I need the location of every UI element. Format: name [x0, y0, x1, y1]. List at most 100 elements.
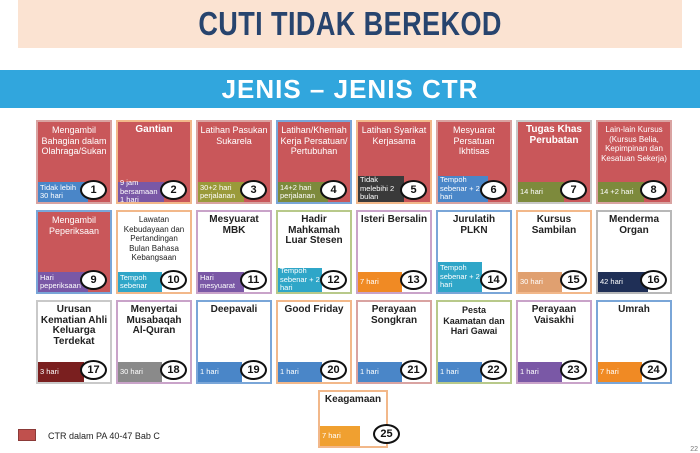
card-title: Keagamaan: [324, 394, 382, 405]
leave-card-16: Menderma Organ 42 hari 16: [596, 210, 672, 294]
card-title: Mengambil Peperiksaan: [48, 215, 100, 236]
page-title: CUTI TIDAK BEREKOD: [198, 5, 502, 42]
leave-card-12: Hadir Mahkamah Luar Stesen Tempoh sebena…: [276, 210, 352, 294]
card-duration: 1 hari: [198, 362, 242, 382]
card-title: Tugas Khas Perubatan: [526, 124, 582, 146]
card-number-badge: 15: [560, 270, 587, 290]
card-title: Latihan Syarikat Kerjasama: [361, 125, 427, 146]
card-number-badge: 22: [480, 360, 507, 380]
card-number-badge: 21: [400, 360, 427, 380]
card-number-badge: 1: [80, 180, 107, 200]
card-duration: 14 hari: [518, 182, 564, 202]
card-title: Perayaan Vaisakhi: [531, 304, 577, 326]
card-number-badge: 18: [160, 360, 187, 380]
leave-card-21: Perayaan Songkran 1 hari 21: [356, 300, 432, 384]
card-duration: 14+2 hari perjalanan: [278, 182, 328, 202]
card-number-badge: 5: [400, 180, 427, 200]
card-duration: 9 jam bersamaan 1 hari: [118, 179, 164, 204]
leave-card-18: Menyertai Musabaqah Al-Quran 30 hari 18: [116, 300, 192, 384]
card-duration: Hari mesyuarat: [198, 272, 244, 292]
card-number-badge: 7: [560, 180, 587, 200]
card-number-badge: 16: [640, 270, 667, 290]
card-title: Hadir Mahkamah Luar Stesen: [285, 214, 343, 246]
card-title: Gantian: [135, 124, 173, 135]
card-number-badge: 2: [160, 180, 187, 200]
card-duration: Hari peperiksaan: [38, 272, 88, 292]
card-title: Latihan Pasukan Sukarela: [200, 125, 268, 146]
section-title: JENIS – JENIS CTR: [221, 73, 479, 104]
subtitle-banner: JENIS – JENIS CTR: [0, 70, 700, 108]
title-banner: CUTI TIDAK BEREKOD: [18, 0, 682, 48]
card-number-badge: 25: [373, 424, 400, 444]
card-duration: 1 hari: [358, 362, 402, 382]
card-title: Menderma Organ: [608, 214, 659, 236]
card-number-badge: 11: [240, 270, 267, 290]
page-number: 22: [690, 446, 698, 453]
leave-card-25: Keagamaan 7 hari 25: [318, 390, 400, 448]
card-number-badge: 17: [80, 360, 107, 380]
leave-card-17: Urusan Kematian Ahli Keluarga Terdekat 3…: [36, 300, 112, 384]
leave-card-5: Latihan Syarikat Kerjasama Tidak melebih…: [356, 120, 432, 204]
card-title: Latihan/Khemah Kerja Persatuan/ Pertubuh…: [280, 125, 348, 156]
card-duration: 30 hari: [518, 272, 562, 292]
card-title: Good Friday: [284, 304, 344, 315]
card-duration: Tempoh sebenar + 2 hari: [278, 267, 322, 292]
card-title: Pesta Kaamatan dan Hari Gawai: [443, 305, 505, 336]
leave-card-10: Lawatan Kebudayaan dan Pertandingan Bula…: [116, 210, 192, 294]
card-number-badge: 23: [560, 360, 587, 380]
card-number-badge: 4: [320, 180, 347, 200]
leave-card-9: Mengambil Peperiksaan Hari peperiksaan 9: [36, 210, 112, 294]
card-number-badge: 3: [240, 180, 267, 200]
leave-card-6: Mesyuarat Persatuan Ikhtisas Tempoh sebe…: [436, 120, 512, 204]
card-title: Urusan Kematian Ahli Keluarga Terdekat: [40, 304, 108, 347]
card-duration: 1 hari: [518, 362, 562, 382]
card-title: Deepavali: [210, 304, 258, 315]
leave-card-23: Perayaan Vaisakhi 1 hari 23: [516, 300, 592, 384]
leave-card-24: Umrah 7 hari 24: [596, 300, 672, 384]
card-duration: 1 hari: [438, 362, 482, 382]
leave-card-7: Tugas Khas Perubatan 14 hari 7: [516, 120, 592, 204]
legend-swatch: [18, 429, 36, 441]
leave-card-4: Latihan/Khemah Kerja Persatuan/ Pertubuh…: [276, 120, 352, 204]
card-duration: Tempoh sebenar: [118, 272, 162, 292]
card-title: Jurulatih PLKN: [452, 214, 496, 236]
leave-card-8: Lain-lain Kursus (Kursus Belia, Kepimpin…: [596, 120, 672, 204]
card-number-badge: 6: [480, 180, 507, 200]
card-title: Lain-lain Kursus (Kursus Belia, Kepimpin…: [601, 125, 667, 163]
card-number-badge: 13: [400, 270, 427, 290]
card-number-badge: 8: [640, 180, 667, 200]
leave-card-1: Mengambil Bahagian dalam Olahraga/Sukan …: [36, 120, 112, 204]
card-title: Umrah: [618, 304, 650, 315]
legend-label: CTR dalam PA 40-47 Bab C: [48, 431, 160, 441]
card-number-badge: 24: [640, 360, 667, 380]
card-title: Isteri Bersalin: [360, 214, 428, 225]
leave-card-20: Good Friday 1 hari 20: [276, 300, 352, 384]
card-duration: 30 hari: [118, 362, 162, 382]
card-duration: 7 hari: [358, 272, 402, 292]
card-duration: 7 hari: [320, 426, 360, 446]
card-title: Mesyuarat MBK: [209, 214, 259, 236]
card-duration: 7 hari: [598, 362, 642, 382]
card-duration: 14 +2 hari: [598, 182, 644, 202]
card-duration: Tempoh sebenar + 2 hari: [438, 262, 482, 292]
leave-card-13: Isteri Bersalin 7 hari 13: [356, 210, 432, 294]
card-duration: 3 hari: [38, 362, 84, 382]
card-duration: 1 hari: [278, 362, 322, 382]
card-title: Kursus Sambilan: [531, 214, 577, 236]
leave-card-15: Kursus Sambilan 30 hari 15: [516, 210, 592, 294]
card-title: Mesyuarat Persatuan Ikhtisas: [452, 125, 496, 156]
card-number-badge: 10: [160, 270, 187, 290]
leave-card-2: Gantian 9 jam bersamaan 1 hari 2: [116, 120, 192, 204]
card-number-badge: 14: [480, 270, 507, 290]
card-title: Menyertai Musabaqah Al-Quran: [126, 304, 182, 336]
card-number-badge: 9: [80, 270, 107, 290]
leave-card-22: Pesta Kaamatan dan Hari Gawai 1 hari 22: [436, 300, 512, 384]
card-number-badge: 19: [240, 360, 267, 380]
card-number-badge: 12: [320, 270, 347, 290]
card-title: Perayaan Songkran: [370, 304, 418, 326]
card-title: Mengambil Bahagian dalam Olahraga/Sukan: [41, 125, 107, 156]
card-duration: Tidak lebih 30 hari: [38, 182, 88, 202]
card-duration: Tempoh sebenar + 2 hari: [438, 176, 488, 202]
leave-card-3: Latihan Pasukan Sukarela 30+2 hari perja…: [196, 120, 272, 204]
leave-card-14: Jurulatih PLKN Tempoh sebenar + 2 hari 1…: [436, 210, 512, 294]
